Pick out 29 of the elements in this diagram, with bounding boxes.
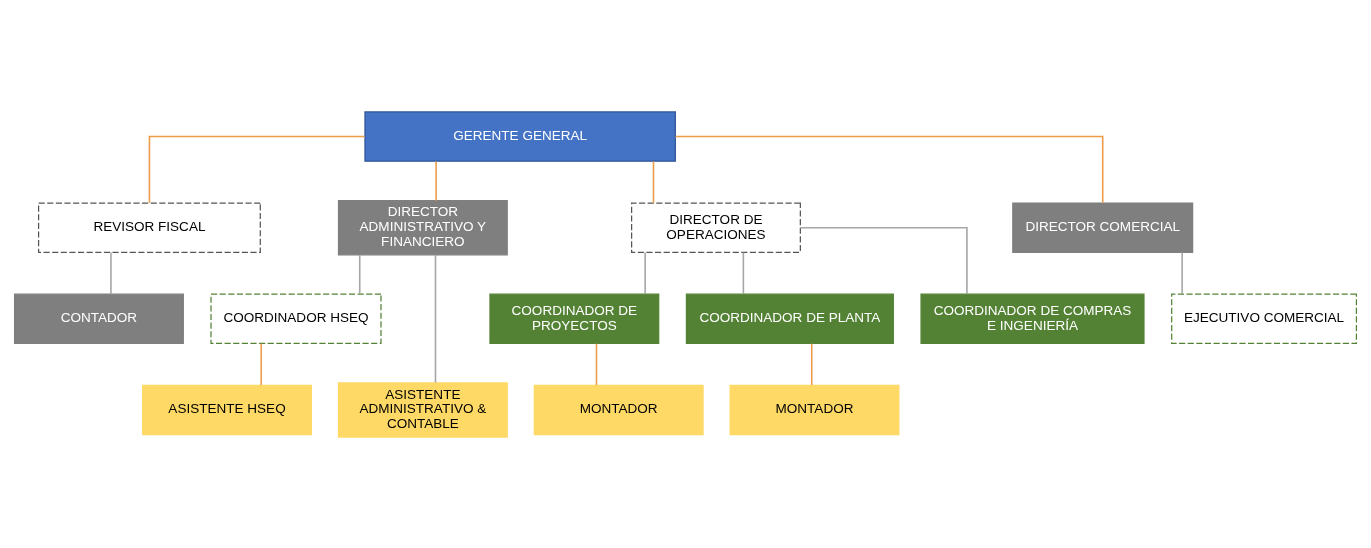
connector <box>434 253 437 383</box>
connector <box>260 342 262 386</box>
node-box: COORDINADOR DE COMPRAS E INGENIERÍA <box>920 293 1145 344</box>
connector <box>799 226 968 295</box>
connector <box>810 342 813 386</box>
node-box: DIRECTOR COMERCIAL <box>1012 201 1194 253</box>
node-box: COORDINADOR HSEQ <box>210 293 382 344</box>
connector <box>742 251 745 295</box>
node-box: DIRECTOR ADMINISTRATIVO Y FINANCIERO <box>337 199 508 255</box>
connector <box>110 251 112 295</box>
connector <box>644 251 646 295</box>
node-box: CONTADOR <box>13 293 184 344</box>
connector <box>1181 251 1183 295</box>
node-box: COORDINADOR DE PLANTA <box>685 293 894 344</box>
connector <box>595 342 598 386</box>
node-box: COORDINADOR DE PROYECTOS <box>489 293 660 344</box>
connector <box>358 253 361 295</box>
node-box: GERENTE GENERAL <box>364 110 676 162</box>
connector <box>435 160 437 201</box>
connector <box>652 160 655 204</box>
node-box: EJECUTIVO COMERCIAL <box>1171 293 1358 344</box>
connector <box>148 135 366 204</box>
node-box: ASISTENTE HSEQ <box>142 384 312 435</box>
connector <box>674 135 1104 204</box>
node-box: MONTADOR <box>533 384 704 435</box>
node-box: DIRECTOR DE OPERACIONES <box>631 201 801 253</box>
node-box: MONTADOR <box>729 384 900 435</box>
node-box: REVISOR FISCAL <box>37 201 261 253</box>
node-box: ASISTENTE ADMINISTRATIVO & CONTABLE <box>337 381 508 438</box>
